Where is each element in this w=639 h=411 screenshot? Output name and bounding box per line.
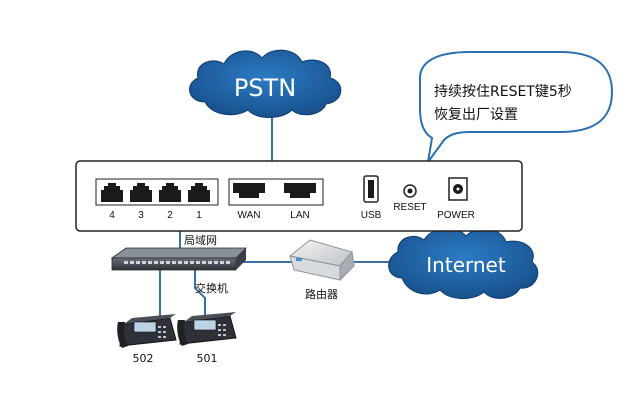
power-label: POWER (437, 210, 475, 221)
lan-port (284, 183, 316, 198)
wan-port (233, 183, 265, 198)
callout-line-2: 恢复出厂设置 (434, 106, 518, 123)
wan-label: WAN (238, 210, 261, 221)
router-label: 路由器 (305, 287, 338, 301)
phone-502: 502 (117, 314, 177, 365)
port-label-2: 2 (167, 210, 173, 221)
lan-port-1 (188, 183, 210, 202)
phone-502-label: 502 (133, 352, 154, 365)
switch-device (110, 247, 247, 271)
usb-label: USB (361, 210, 382, 221)
lan-network-label: 局域网 (184, 234, 217, 247)
phone-501: 501 (177, 312, 237, 365)
router-device (288, 239, 355, 282)
lan-port-4 (101, 183, 123, 202)
port-label-3: 3 (138, 210, 144, 221)
internet-label: Internet (426, 253, 506, 277)
lan-ports (101, 183, 210, 202)
pstn-cloud: PSTN (189, 49, 342, 118)
port-label-4: 4 (109, 210, 115, 221)
lan-port-3 (130, 183, 152, 202)
lan-port-2 (159, 183, 181, 202)
switch-label: 交换机 (195, 281, 228, 295)
phone-501-label: 501 (197, 352, 218, 365)
internet-cloud: Internet (388, 227, 539, 299)
lan-label: LAN (290, 210, 309, 221)
switch-phone501-line (194, 268, 206, 318)
gateway-device: 4 3 2 1 WAN LAN USB RESET POWER (75, 160, 523, 232)
port-label-1: 1 (196, 210, 202, 221)
reset-label: RESET (393, 202, 426, 213)
reset-callout: 持续按住RESET键5秒 恢复出厂设置 (419, 51, 614, 163)
pstn-label: PSTN (234, 74, 296, 102)
callout-line-1: 持续按住RESET键5秒 (434, 83, 572, 100)
